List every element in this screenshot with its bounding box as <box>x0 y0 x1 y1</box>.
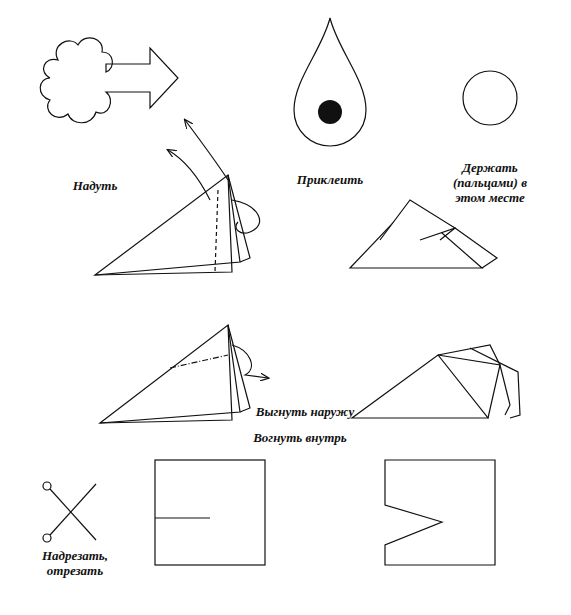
hold-label: Держать (пальцами) в этом месте <box>445 160 535 205</box>
inside-fold-label: Вогнуть внутрь <box>210 430 390 445</box>
inside-reverse-fold <box>100 325 520 423</box>
hold-symbol <box>463 71 517 125</box>
glue-label: Приклеить <box>270 172 390 187</box>
outside-fold-label: Выгнуть наружу <box>215 404 395 419</box>
inflate-symbol <box>40 38 178 123</box>
glue-symbol <box>294 18 366 146</box>
outside-reverse-fold <box>95 120 497 275</box>
cut-symbol <box>43 460 495 565</box>
cut-label: Надрезать, отрезать <box>27 548 123 578</box>
inflate-label: Надуть <box>40 178 150 193</box>
